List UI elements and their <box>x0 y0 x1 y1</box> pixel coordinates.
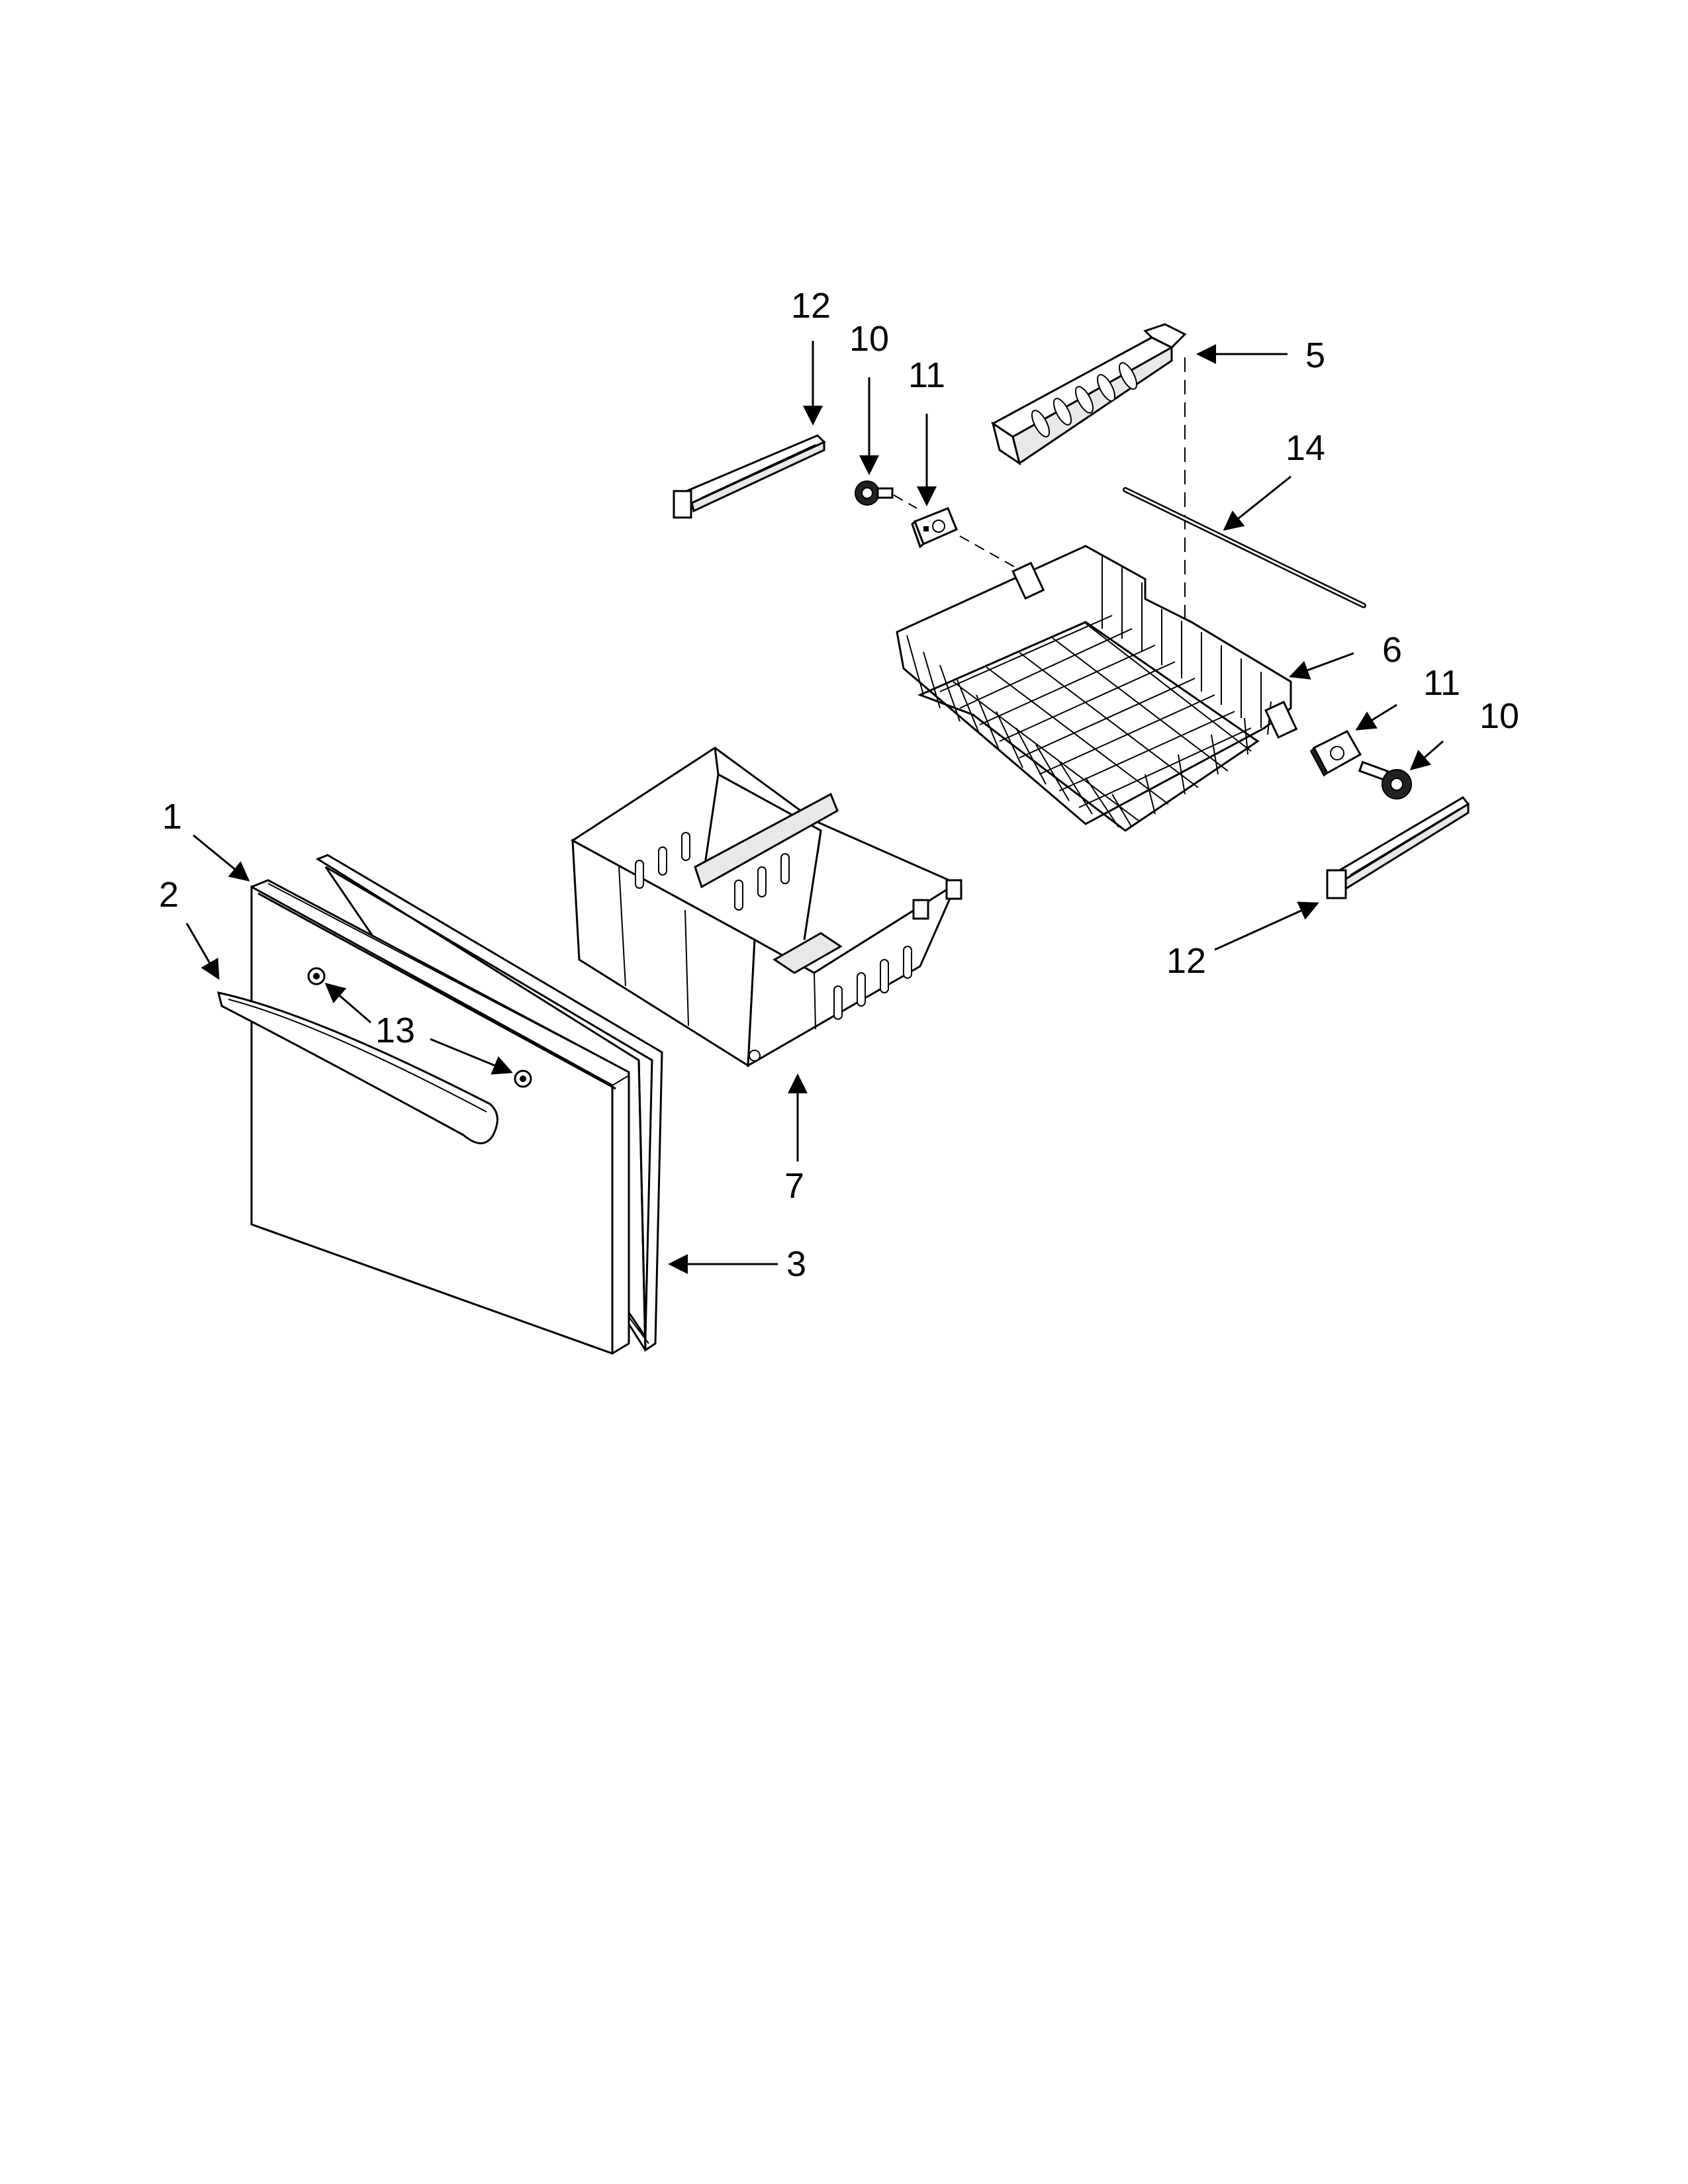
upper-rail-part <box>673 434 826 519</box>
callout-rail-lower: 12 <box>1166 941 1206 981</box>
callout-rod: 14 <box>1286 428 1325 468</box>
leader-arrows <box>185 341 1444 1274</box>
wire-basket-part <box>896 545 1298 832</box>
callout-door: 1 <box>162 797 182 837</box>
callout-rail-upper: 12 <box>791 286 831 326</box>
lower-rail-part <box>1326 796 1470 899</box>
callout-wire-basket: 6 <box>1382 630 1402 670</box>
handle-part <box>216 991 498 1144</box>
rod-part <box>1123 487 1366 608</box>
callout-gear-lower: 10 <box>1479 696 1519 736</box>
upper-gear-part <box>855 480 894 506</box>
callout-drawer-bin: 7 <box>784 1166 804 1206</box>
lower-bracket-part <box>1309 730 1362 777</box>
upper-bracket-part <box>911 507 958 549</box>
lower-gear-part <box>1358 760 1412 799</box>
divider-bracket-part <box>991 323 1187 466</box>
callout-handle: 2 <box>159 875 179 915</box>
callout-gasket: 3 <box>786 1244 806 1284</box>
callout-bracket-lower: 11 <box>1423 663 1460 703</box>
callout-bracket-upper: 11 <box>908 355 945 395</box>
callout-gear-upper: 10 <box>849 319 889 359</box>
callout-screws: 13 <box>375 1011 415 1050</box>
drawer-bin-part <box>571 747 962 1068</box>
callout-divider-bracket: 5 <box>1305 336 1325 375</box>
